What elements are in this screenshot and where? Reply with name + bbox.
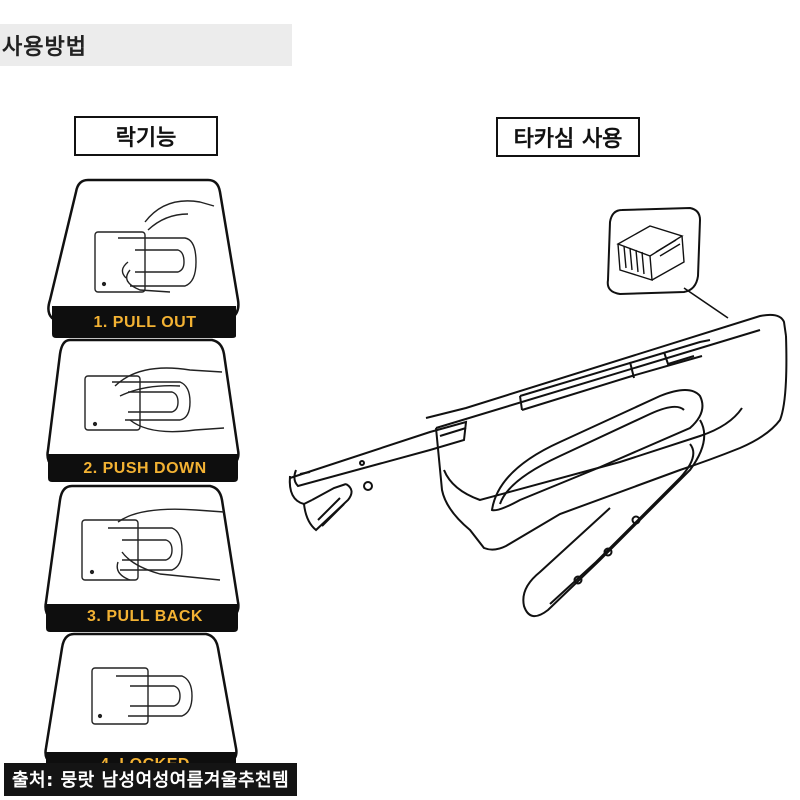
staple-use-label: 타카심 사용 (496, 117, 640, 157)
lock-function-label: 락기능 (74, 116, 218, 156)
staple-strip-icon (616, 225, 685, 281)
staple-gun-illustration (288, 206, 788, 617)
step-3-caption: 3. PULL BACK (87, 608, 203, 625)
step-panel-1 (47, 178, 240, 338)
step-1-caption: 1. PULL OUT (93, 314, 197, 331)
source-credit: 출처: 뭉랏 남성여성여름겨울추천템 (4, 763, 298, 796)
hand-pull-illustration (94, 200, 215, 293)
step-2-caption: 2. PUSH DOWN (83, 460, 207, 477)
step-panel-2 (46, 338, 240, 482)
page-title: 사용방법 (2, 35, 87, 60)
step-panel-3 (44, 484, 240, 632)
header-band (0, 24, 292, 66)
